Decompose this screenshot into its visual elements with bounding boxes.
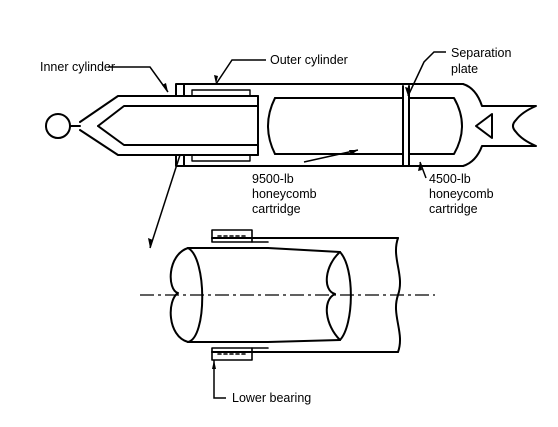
- leader-lines: [108, 51, 446, 399]
- lower-bearing: [211, 229, 269, 361]
- label-separation-plate-line2: plate: [451, 62, 479, 76]
- label-outer-cylinder: Outer cylinder: [270, 53, 348, 67]
- lower-tube-section: [169, 237, 402, 353]
- label-9500-line1: 9500-lb: [252, 172, 294, 186]
- honeycomb-cartridge-9500: [267, 97, 404, 155]
- leader-arrowheads: [148, 75, 422, 369]
- label-4500-line3: cartridge: [429, 202, 478, 216]
- label-9500-line2: honeycomb: [252, 187, 317, 201]
- label-inner-cylinder: Inner cylinder: [40, 60, 116, 74]
- honeycomb-cartridge-4500: [408, 97, 463, 155]
- separation-plate: [402, 85, 410, 166]
- ball-end: [45, 113, 81, 139]
- label-9500-line3: cartridge: [252, 202, 301, 216]
- end-cap: [462, 83, 537, 167]
- label-4500-line2: honeycomb: [429, 187, 494, 201]
- label-lower-bearing: Lower bearing: [232, 391, 312, 405]
- inner-cylinder: [79, 95, 259, 156]
- label-separation-plate-line1: Separation: [451, 46, 512, 60]
- label-4500-line1: 4500-lb: [429, 172, 471, 186]
